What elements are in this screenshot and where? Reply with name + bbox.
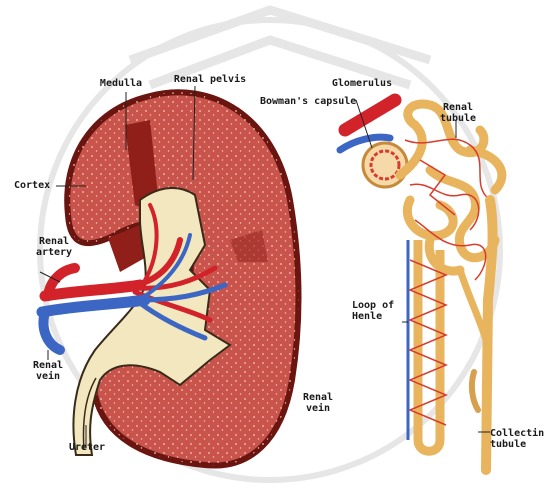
label-collecting-tubule: Collectin tubule (490, 428, 548, 450)
label-renal-tubule: Renal tubule (436, 102, 480, 124)
label-ureter: Ureter (62, 442, 112, 453)
label-renal-vein-left: Renal vein (26, 360, 70, 382)
label-glomerulus: Glomerulus (322, 78, 402, 89)
kidney-cross-section (42, 92, 299, 465)
label-renal-vein-mid: Renal vein (298, 392, 338, 414)
label-medulla: Medulla (90, 78, 152, 89)
collecting-tubule (460, 200, 493, 470)
nephron (340, 100, 502, 470)
label-renal-artery: Renal artery (30, 236, 78, 258)
label-loop-of-henle: Loop of Henle (352, 300, 394, 322)
label-bowmans-capsule: Bowman's capsule (260, 96, 356, 107)
label-cortex: Cortex (14, 180, 50, 191)
label-renal-pelvis: Renal pelvis (168, 74, 252, 85)
